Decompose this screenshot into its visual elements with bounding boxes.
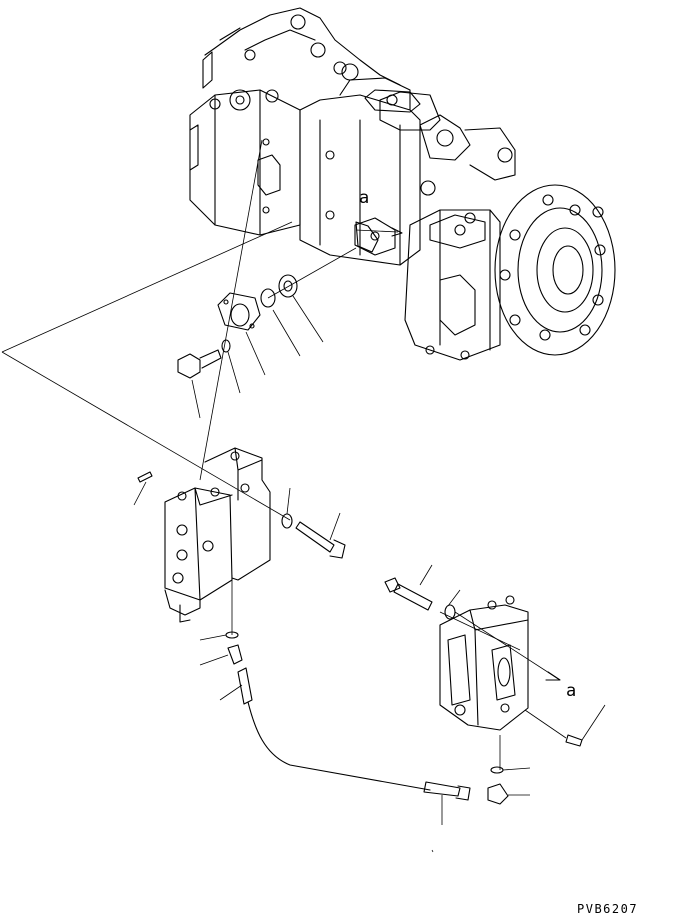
- callout-a-lower: a: [566, 681, 577, 701]
- callout-a-upper: a: [359, 188, 370, 208]
- leader-lines: [133, 295, 606, 853]
- assembly-lines: [1, 139, 567, 770]
- right-valve-block: [439, 595, 583, 747]
- left-valve-block: [137, 447, 271, 623]
- drawing-number: PVB6207: [577, 902, 639, 916]
- flange-seal-parts: [177, 221, 379, 379]
- left-bolt-and-washer: [281, 513, 346, 559]
- hose-assembly: [225, 631, 509, 805]
- right-bolt-and-washer: [384, 577, 456, 620]
- main-pump-assembly: [189, 7, 616, 361]
